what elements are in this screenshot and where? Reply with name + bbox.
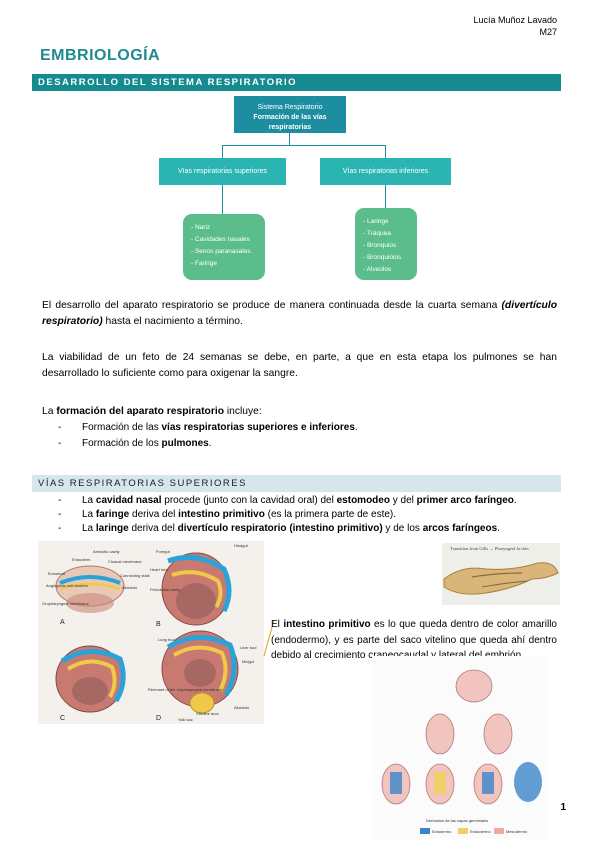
embryo-photo-illustration (443, 562, 559, 595)
header-author: Lucía Muñoz Lavado M27 (473, 14, 557, 38)
photo-caption: Transition from Gills → Pharyngeal Arche… (450, 546, 529, 551)
germ-layers-figure: Derivados de las capas germinales Ectode… (372, 656, 548, 839)
list-item: - Nariz (191, 224, 211, 231)
connector-line (222, 145, 385, 146)
list-item: -La laringe deriva del divertículo respi… (58, 523, 500, 534)
connector-line (222, 145, 223, 158)
figure-label: Remnant of the oropharyngeal membrane (148, 687, 223, 692)
figure-label: Lung bud (158, 637, 175, 642)
legend-label: Endodermo (470, 829, 491, 834)
diagram-root-box: Sistema Respiratorio Formación de las ví… (234, 96, 346, 133)
figure-label: Amniotic cavity (93, 549, 120, 554)
list-item: - Senos paranasales (191, 248, 251, 255)
list-item: - Laringe (363, 218, 389, 225)
page-title: EMBRIOLOGÍA (40, 47, 161, 64)
list-item: - Faringe (191, 260, 218, 267)
figure-label: Pericardial cavity (150, 587, 181, 592)
diagram-upper-airways-box: Vías respiratorias superiores (159, 158, 286, 185)
section-heading-upper-airways: VÍAS RESPIRATORIAS SUPERIORES (32, 475, 561, 492)
figure-label: Hindgut (234, 543, 248, 548)
figure-label: Cloacal membrane (108, 559, 142, 564)
germ-layers-illustration (381, 669, 542, 834)
connector-line (385, 145, 386, 158)
diagram-lower-airways-list: - Laringe - Tráquea - Bronquios - Bronqu… (355, 208, 417, 280)
list-item: - Tráquea (363, 230, 391, 237)
figure-label: Heart tube (150, 567, 169, 572)
embryo-photo: Transition from Gills → Pharyngeal Arche… (442, 543, 560, 605)
figure-caption: Derivados de las capas germinales (426, 818, 489, 823)
diagram-upper-airways-list: - Nariz - Cavidades nasales - Senos para… (183, 214, 265, 280)
embryo-folding-figure: A B C D Amniotic cavity Endoderm Cloacal… (38, 541, 264, 724)
figure-label: Foregut (156, 549, 170, 554)
list-item: - Cavidades nasales (191, 236, 250, 243)
paragraph-development: El desarrollo del aparato respiratorio s… (42, 300, 557, 327)
figure-label: Vitelline duct (196, 711, 219, 716)
figure-label: Yolk sac (178, 717, 193, 722)
figure-label: Liver bud (240, 645, 257, 650)
figure-label: Midgut (242, 659, 255, 664)
diagram-root-title: Sistema Respiratorio (257, 104, 323, 111)
author-name: Lucía Muñoz Lavado (473, 15, 557, 25)
figure-panel-letter: D (156, 715, 162, 722)
figure-label: Ectoderm (48, 571, 66, 576)
figure-label: Oropharyngeal membrane (42, 601, 89, 606)
list-item: - Bronquiolos (363, 254, 402, 261)
figure-label: Allantois (234, 705, 250, 710)
list-item: -La faringe deriva del intestino primiti… (58, 509, 397, 520)
connector-line (385, 185, 386, 208)
embryo-folding-illustration (55, 552, 239, 714)
legend-label: Mesodermo (506, 829, 528, 834)
course-code: M27 (539, 27, 557, 37)
figure-label: Angiogenic cell clusters (46, 583, 88, 588)
connector-line (289, 133, 290, 145)
figure-label: Allantois (122, 585, 138, 590)
section-heading-respiratory-development: DESARROLLO DEL SISTEMA RESPIRATORIO (32, 74, 561, 91)
list-item: - Alveolos (363, 266, 392, 273)
connector-line (222, 185, 223, 214)
pointer-line (263, 619, 275, 657)
figure-label: Connecting stalk (120, 573, 150, 578)
figure-panel-letter: A (60, 619, 65, 626)
diagram-root-subtitle: Formación de las vías respiratorias (253, 114, 327, 131)
page-number: 1 (560, 802, 566, 813)
list-item: -Formación de las vías respiratorias sup… (58, 422, 358, 433)
diagram-lower-airways-box: Vías respiratorias inferiores (320, 158, 451, 185)
list-item: -La cavidad nasal procede (junto con la … (58, 495, 517, 506)
list-item: -Formación de los pulmones. (58, 438, 212, 449)
paragraph-viability: La viabilidad de un feto de 24 semanas s… (42, 352, 557, 379)
legend-label: Ectodermo (432, 829, 452, 834)
figure-label: Endoderm (72, 557, 91, 562)
paragraph-formation: La formación del aparato respiratorio in… (42, 406, 262, 417)
paragraph-primitive-gut: El intestino primitivo es lo que queda d… (271, 619, 557, 661)
figure-panel-letter: B (156, 621, 161, 628)
figure-panel-letter: C (60, 715, 66, 722)
list-item: - Bronquios (363, 242, 397, 249)
